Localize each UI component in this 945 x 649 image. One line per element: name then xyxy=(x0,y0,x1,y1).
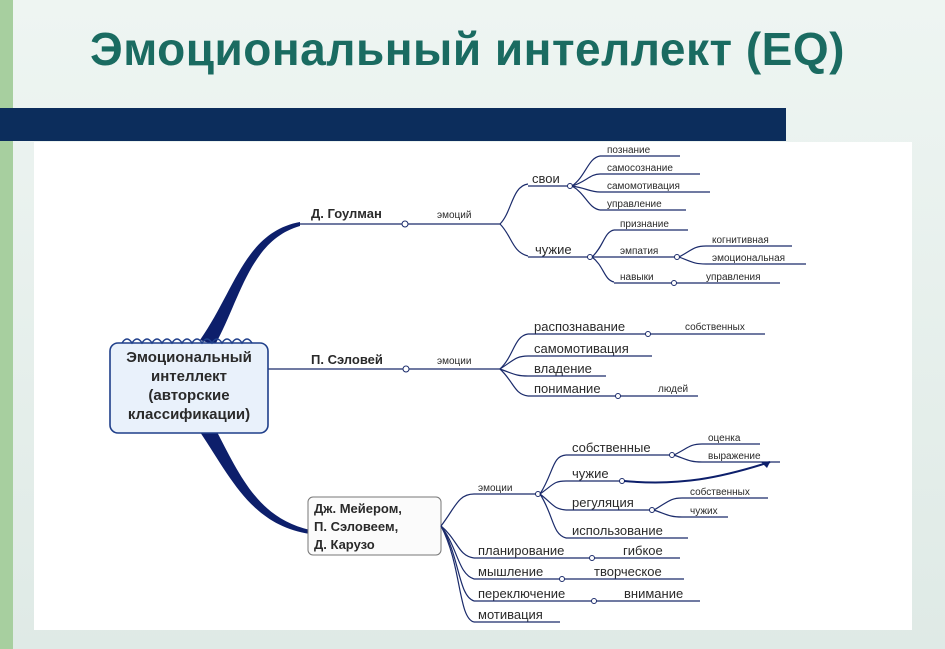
goleman-own-item-2: самосознание xyxy=(607,163,673,174)
mayer-others: чужие xyxy=(572,466,609,481)
salovey-emotions: эмоции xyxy=(437,356,471,367)
mayer-emotions: эмоции xyxy=(478,483,512,494)
goleman-emotions: эмоций xyxy=(437,210,471,221)
title-underline-bar xyxy=(0,108,786,141)
mayer-planning: планирование xyxy=(478,543,564,558)
goleman-own: свои xyxy=(532,171,560,186)
goleman-skills: навыки xyxy=(620,272,654,283)
salovey-understanding: понимание xyxy=(534,381,601,396)
salovey-control: владение xyxy=(534,361,592,376)
mayer-regulation-item-2: чужих xyxy=(690,506,718,517)
slide-title: Эмоциональный интеллект (EQ) xyxy=(90,23,845,75)
mayer-flexible: гибкое xyxy=(623,543,663,558)
mayer-own-item-1: оценка xyxy=(708,433,741,444)
salovey-author: П. Сэловей xyxy=(311,352,383,367)
branch-goleman xyxy=(200,222,300,345)
center-line-4: классификации) xyxy=(128,406,250,423)
mayer-regulation-item-1: собственных xyxy=(690,486,750,498)
left-accent-stripe xyxy=(0,0,13,649)
mayer-thinking: мышление xyxy=(478,564,543,579)
mayer-group: Дж. Мейером, П. Сэловеем, Д. Карузо эмоц… xyxy=(307,433,780,623)
salovey-group: П. Сэловей эмоции распознавание собствен… xyxy=(308,319,765,399)
mayer-attention: внимание xyxy=(624,586,683,601)
goleman-own-item-3: самомотивация xyxy=(607,181,680,192)
mayer-regulation: регуляция xyxy=(572,495,634,510)
goleman-management: управления xyxy=(706,272,761,283)
salovey-own: собственных xyxy=(685,321,745,333)
center-line-2: интеллект xyxy=(151,368,227,385)
goleman-author: Д. Гоулман xyxy=(311,206,382,221)
mayer-creative: творческое xyxy=(594,564,662,579)
center-node: Эмоциональный интеллект (авторские класс… xyxy=(109,338,269,434)
center-line-1: Эмоциональный xyxy=(126,349,252,366)
mayer-motivation: мотивация xyxy=(478,607,543,622)
goleman-own-item-4: управление xyxy=(607,199,662,210)
branch-mayer xyxy=(200,428,310,534)
salovey-people: людей xyxy=(658,384,688,395)
goleman-group: Д. Гоулман эмоций свои познание самосозн… xyxy=(300,145,806,286)
goleman-own-item-1: познание xyxy=(607,145,651,156)
mayer-usage: использование xyxy=(572,523,663,538)
goleman-empathy: эмпатия xyxy=(620,246,658,257)
salovey-recognition: распознавание xyxy=(534,319,625,334)
mayer-author-1: Дж. Мейером, xyxy=(314,501,402,516)
goleman-empathy-item-2: эмоциональная xyxy=(712,253,785,264)
mayer-author-3: Д. Карузо xyxy=(314,537,375,552)
mayer-own-item-2: выражение xyxy=(708,451,761,462)
goleman-others: чужие xyxy=(535,242,572,257)
center-line-3: (авторские xyxy=(148,387,229,404)
salovey-self-motivation: самомотивация xyxy=(534,341,629,356)
mayer-own: собственные xyxy=(572,440,651,455)
goleman-recognition: признание xyxy=(620,219,669,230)
mayer-author-2: П. Сэловеем, xyxy=(314,519,398,534)
goleman-empathy-item-1: когнитивная xyxy=(712,235,769,246)
mayer-switching: переключение xyxy=(478,586,565,601)
